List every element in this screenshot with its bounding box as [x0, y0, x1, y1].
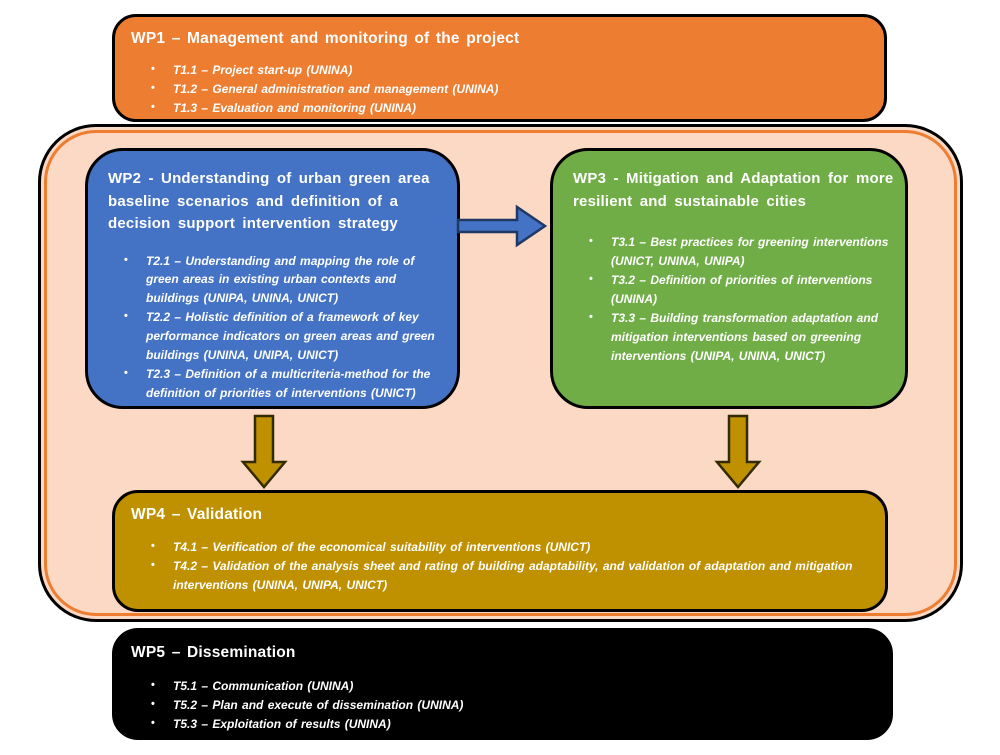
wp5-title: WP5 – Dissemination: [131, 644, 296, 661]
wp4-title: WP4 – Validation: [131, 506, 263, 523]
wp3-to-wp4-arrow-icon: [714, 414, 762, 489]
bullet-icon: •: [151, 540, 155, 552]
wp1-task-2: • T1.2 – General administration and manag…: [131, 80, 866, 99]
wp5-box: WP5 – Dissemination • T5.1 – Communicatio…: [112, 628, 893, 740]
bullet-icon: •: [124, 253, 128, 266]
bullet-icon: •: [151, 697, 155, 710]
wp5-task-1: • T5.1 – Communication (UNINA): [131, 677, 872, 696]
wp3-task-list: • T3.1 – Best practices for greening inte…: [573, 233, 895, 366]
bullet-icon: •: [151, 100, 155, 113]
bullet-icon: •: [589, 310, 593, 323]
wp2-to-wp4-arrow-icon: [240, 414, 288, 489]
task-text: T4.2 – Validation of the analysis sheet …: [173, 558, 853, 592]
bullet-icon: •: [589, 272, 593, 285]
bullet-icon: •: [151, 716, 155, 729]
wp1-title: WP1 – Management and monitoring of the p…: [131, 30, 520, 47]
wp2-task-2: • T2.2 – Holistic definition of a framewo…: [108, 308, 447, 365]
task-text: T1.1 – Project start-up (UNINA): [173, 63, 353, 77]
wp3-task-1: • T3.1 – Best practices for greening inte…: [573, 233, 895, 271]
wp1-task-1: • T1.1 – Project start-up (UNINA): [131, 61, 866, 80]
wp5-task-3: • T5.3 – Exploitation of results (UNINA): [131, 715, 872, 734]
bullet-icon: •: [124, 310, 128, 323]
wp4-task-list: • T4.1 – Verification of the economical s…: [131, 538, 867, 595]
task-text: T3.2 – Definition of priorities of inter…: [611, 272, 873, 306]
bullet-icon: •: [151, 558, 155, 571]
bullet-icon: •: [124, 367, 128, 380]
task-text: T1.3 – Evaluation and monitoring (UNINA): [173, 100, 417, 115]
wp1-task-list: • T1.1 – Project start-up (UNINA) • T1.2 –…: [131, 61, 866, 118]
wp1-box: WP1 – Management and monitoring of the p…: [112, 14, 887, 122]
bullet-icon: •: [151, 679, 155, 691]
wp3-task-2: • T3.2 – Definition of priorities of inte…: [573, 271, 895, 309]
wp2-title: WP2 - Understanding of urban green area …: [108, 170, 430, 232]
wp2-task-1: • T2.1 – Understanding and mapping the ro…: [108, 252, 447, 309]
task-text: T2.2 – Holistic definition of a framewor…: [146, 310, 435, 363]
bullet-icon: •: [151, 81, 155, 94]
task-text: T5.3 – Exploitation of results (UNINA): [173, 716, 391, 731]
wp4-task-1: • T4.1 – Verification of the economical s…: [131, 538, 867, 557]
wp3-task-3: • T3.3 – Building transformation adaptati…: [573, 309, 895, 366]
task-text: T5.1 – Communication (UNINA): [173, 679, 354, 693]
wp2-task-3: • T2.3 – Definition of a multicriteria-me…: [108, 365, 447, 403]
task-text: T1.2 – General administration and manage…: [173, 81, 499, 96]
task-text: T2.1 – Understanding and mapping the rol…: [146, 253, 415, 306]
wp5-task-list: • T5.1 – Communication (UNINA) • T5.2 – Pl…: [131, 677, 872, 734]
wp2-to-wp3-arrow-icon: [456, 204, 548, 248]
bullet-icon: •: [151, 63, 155, 75]
wp4-task-2: • T4.2 – Validation of the analysis sheet…: [131, 557, 867, 595]
wp4-box: WP4 – Validation • T4.1 – Verification of…: [112, 490, 888, 612]
task-text: T4.1 – Verification of the economical su…: [173, 540, 591, 554]
wp5-task-2: • T5.2 – Plan and execute of disseminatio…: [131, 696, 872, 715]
wp3-box: WP3 - Mitigation and Adaptation for more…: [550, 148, 908, 409]
task-text: T3.1 – Best practices for greening inter…: [611, 235, 889, 268]
wp1-task-3: • T1.3 – Evaluation and monitoring (UNINA…: [131, 99, 866, 118]
wp3-title: WP3 - Mitigation and Adaptation for more…: [573, 170, 894, 210]
task-text: T5.2 – Plan and execute of dissemination…: [173, 697, 464, 712]
wp2-box: WP2 - Understanding of urban green area …: [85, 148, 460, 409]
bullet-icon: •: [589, 235, 593, 247]
wp2-task-list: • T2.1 – Understanding and mapping the ro…: [108, 252, 447, 404]
task-text: T3.3 – Building transformation adaptatio…: [611, 310, 879, 363]
task-text: T2.3 – Definition of a multicriteria-met…: [146, 367, 431, 401]
